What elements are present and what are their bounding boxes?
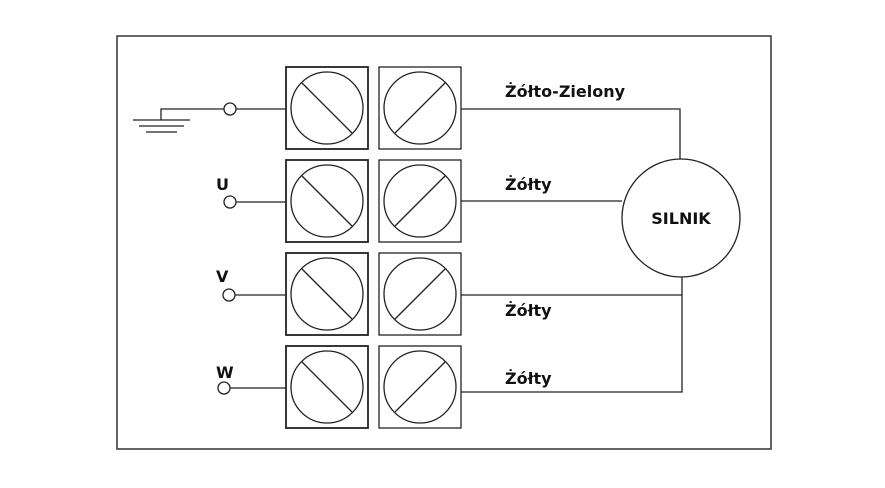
wire-label-ground: Żółto-Zielony [505,82,626,101]
wire-label-w: Żółty [505,369,552,388]
screw-slot [301,82,353,134]
screw-slot [394,82,446,134]
terminal-row-v [222,252,462,336]
screw-icon [290,164,364,238]
terminal-row-ground [223,66,462,150]
screw-icon [383,350,457,424]
screw-block-right [378,345,462,429]
screw-icon [383,71,457,145]
screw-block-left [285,66,369,150]
input-label-w: W [216,363,234,382]
motor-label: SILNIK [651,209,711,228]
input-terminal-icon [223,195,237,209]
screw-icon [383,164,457,238]
motor: SILNIK [621,158,741,278]
terminal-row-w [217,345,462,429]
screw-block-right [378,66,462,150]
screw-icon [290,350,364,424]
input-terminal-icon [217,381,231,395]
diagram-frame [116,35,772,450]
screw-block-left [285,345,369,429]
wire-w-to-motor [461,277,683,393]
screw-slot [394,268,446,320]
input-label-v: V [216,267,229,286]
screw-slot [394,175,446,227]
screw-icon [290,257,364,331]
input-terminal-icon [222,288,236,302]
screw-icon [290,71,364,145]
screw-slot [301,268,353,320]
terminal-row-u [223,159,462,243]
wire-ground-to-motor [461,108,681,159]
wire-label-v: Żółty [505,301,552,320]
screw-slot [394,361,446,413]
motor-circle [621,158,741,278]
motor-wires [461,108,683,393]
input-label-u: U [216,175,229,194]
screw-icon [383,257,457,331]
ground-icon [133,108,224,133]
screw-block-left [285,159,369,243]
screw-block-right [378,252,462,336]
wire-label-u: Żółty [505,175,552,194]
screw-slot [301,175,353,227]
screw-slot [301,361,353,413]
screw-block-left [285,252,369,336]
input-terminal-icon [223,102,237,116]
